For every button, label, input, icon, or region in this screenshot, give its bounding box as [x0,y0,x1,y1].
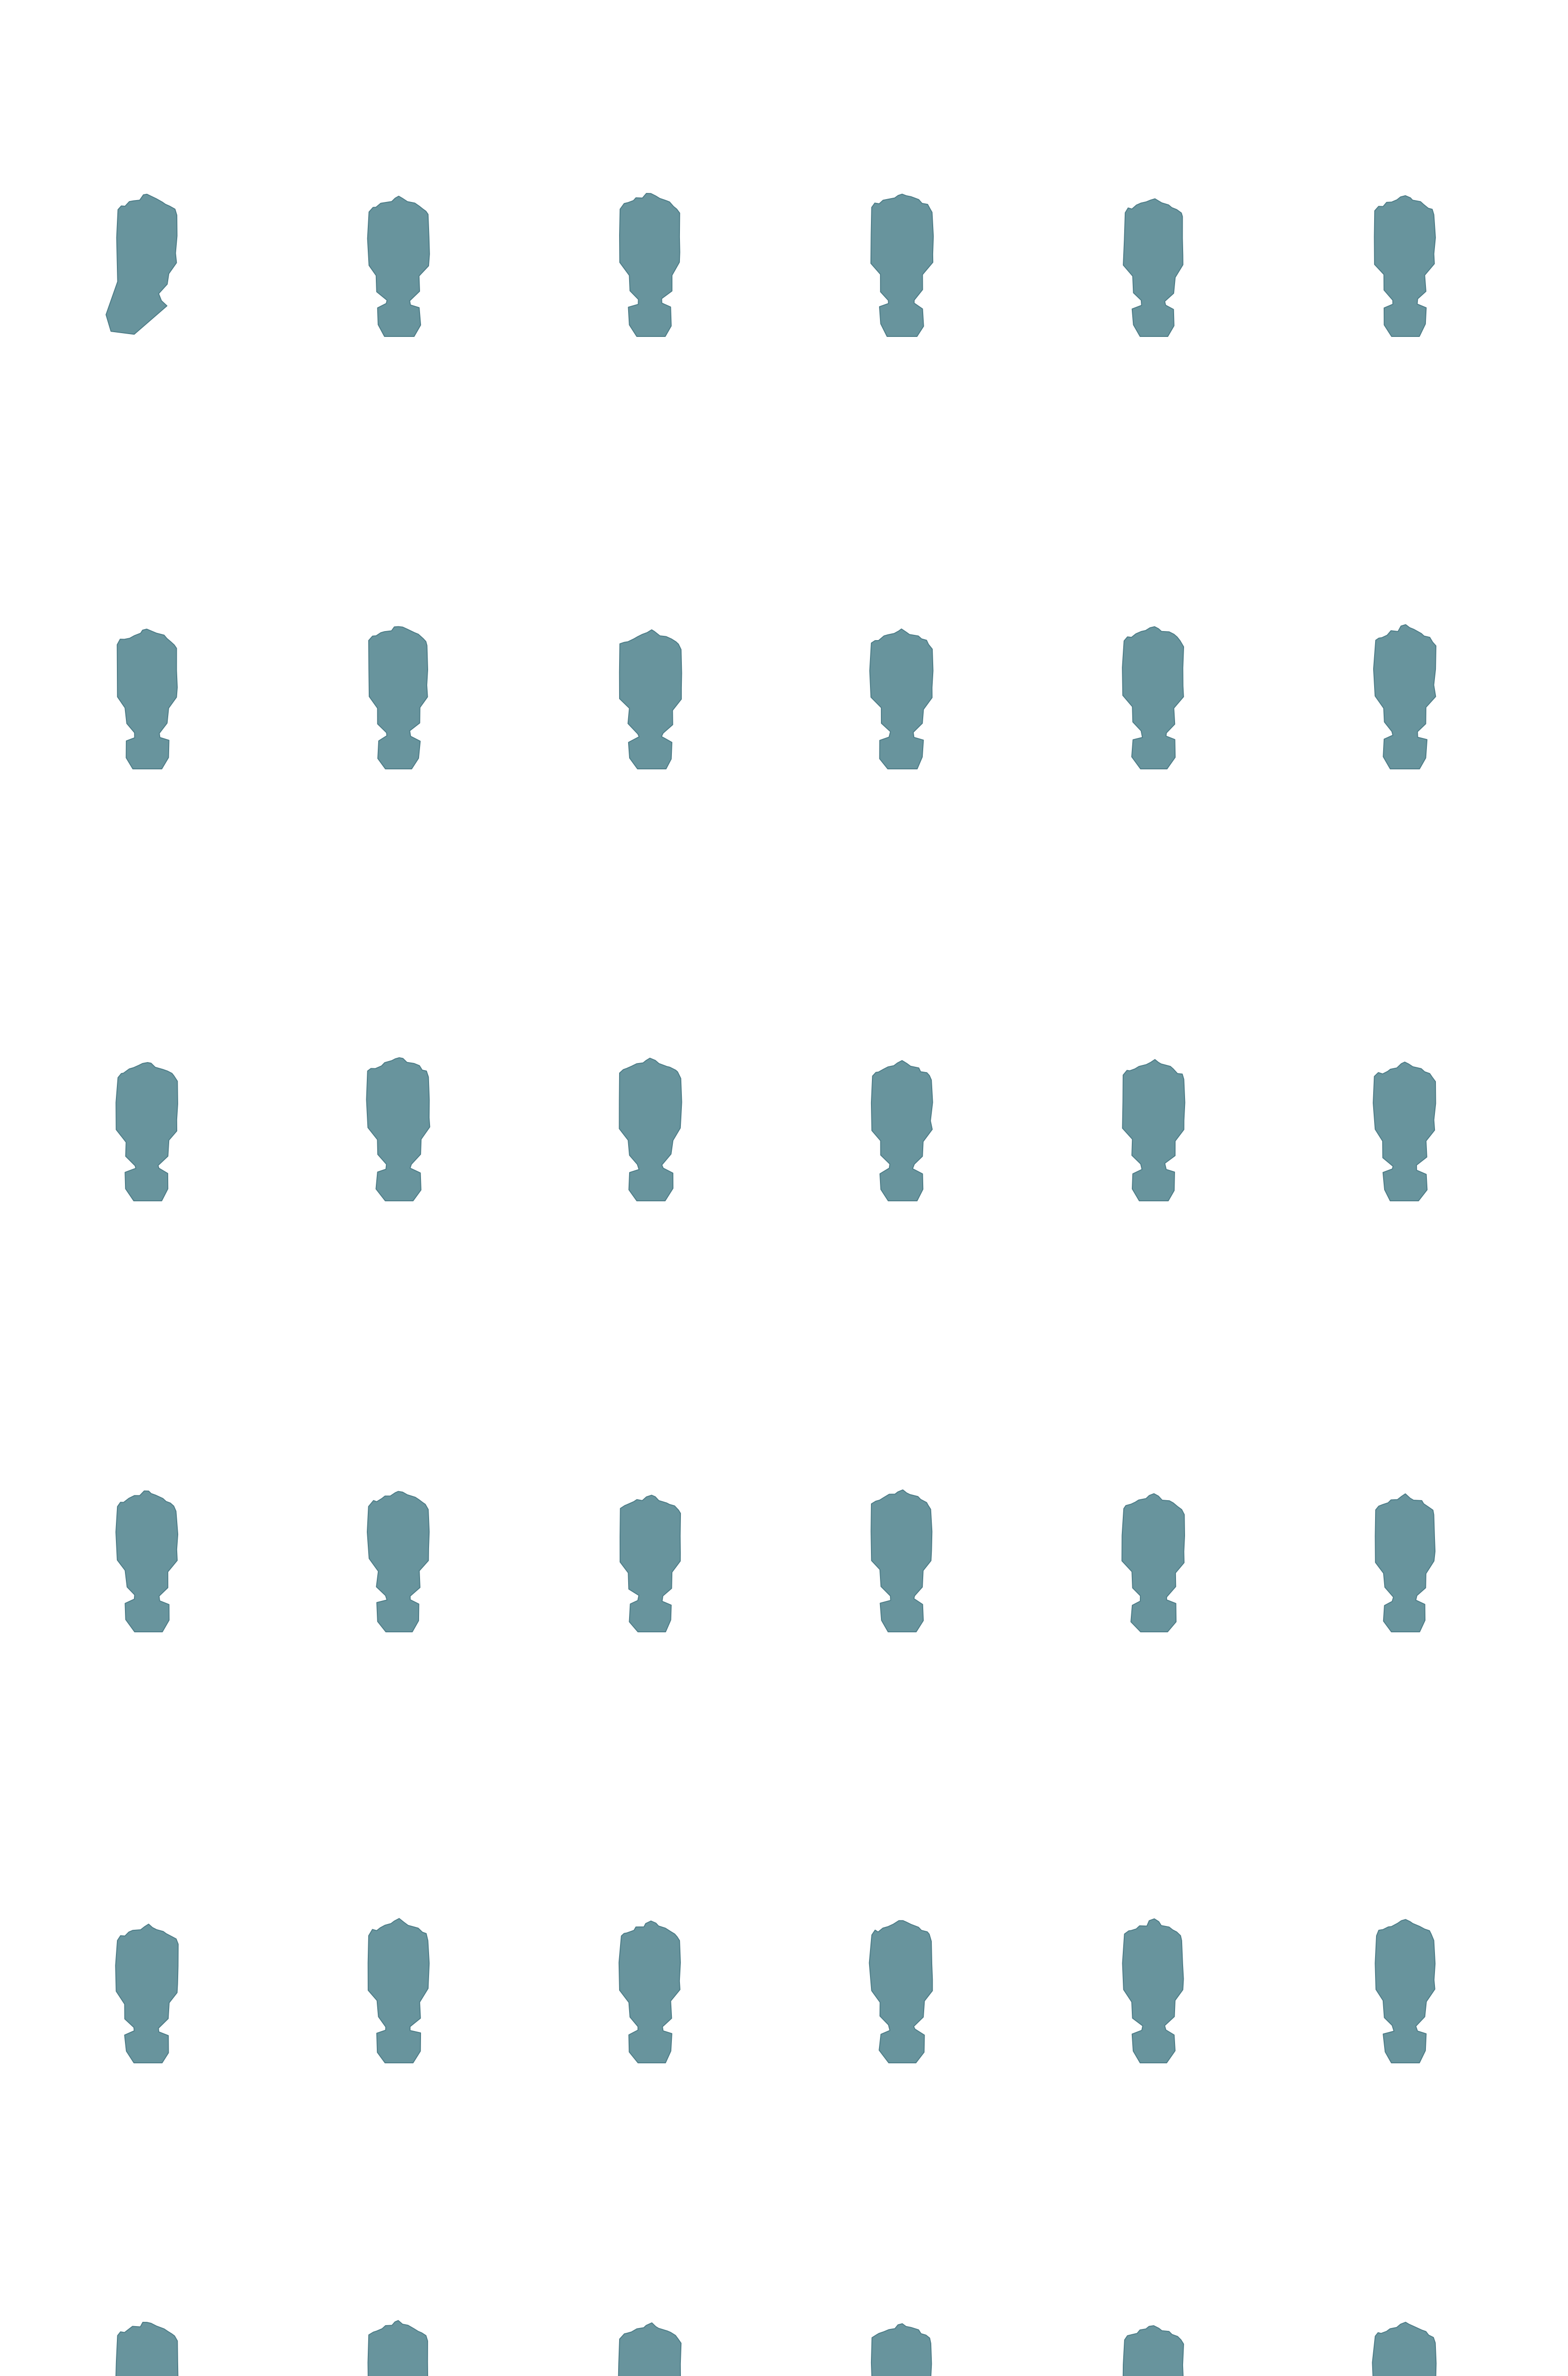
blob-shape-r5c5 [1122,1918,1184,2063]
blob-shape-r1c5 [1123,198,1184,337]
blob-shape-r1c6 [1374,195,1436,337]
blob-shape-r4c2 [367,1491,430,1632]
blob-shape-r2c5 [1122,626,1184,769]
blob-shape-r3c3 [619,1057,682,1201]
blob-shape-r3c2 [366,1057,430,1201]
blob-shape-r3c1 [115,1062,178,1201]
blob-shape-r3c6 [1373,1062,1436,1201]
blob-shape-r4c1 [115,1490,179,1632]
blob-shape-r4c5 [1121,1493,1185,1632]
blob-shape-r5c1 [115,1924,179,2063]
blob-shape-r1c3 [619,193,680,337]
blob-shape-r2c4 [869,628,934,769]
blob-shape-r1c1 [105,193,178,335]
blob-shape-r1c4 [870,193,934,337]
blob-shape-r6c3 [618,2322,682,2376]
blob-shape-r3c4 [870,1060,933,1201]
blob-shape-r6c1 [115,2322,179,2376]
blob-shape-r2c6 [1373,624,1436,769]
blob-shape-r5c2 [367,1918,430,2063]
blob-shape-r2c3 [619,629,682,769]
blob-shape-r4c3 [620,1495,681,1632]
blob-shape-r3c5 [1122,1059,1186,1201]
blob-shape-r4c4 [870,1489,933,1632]
blob-shape-r5c3 [618,1920,681,2063]
blob-shape-r5c4 [869,1920,933,2063]
blob-shape-r5c6 [1375,1919,1436,2063]
blob-shape-r6c6 [1372,2321,1437,2376]
blob-shape-r6c2 [367,2320,429,2376]
blob-shape-r4c6 [1375,1493,1436,1632]
blob-shape-r2c1 [116,628,178,769]
blob-shape-r6c5 [1122,2325,1184,2376]
blob-shape-r1c2 [367,195,430,337]
blob-shape-r2c2 [368,626,428,769]
blob-shape-r6c4 [870,2323,932,2376]
